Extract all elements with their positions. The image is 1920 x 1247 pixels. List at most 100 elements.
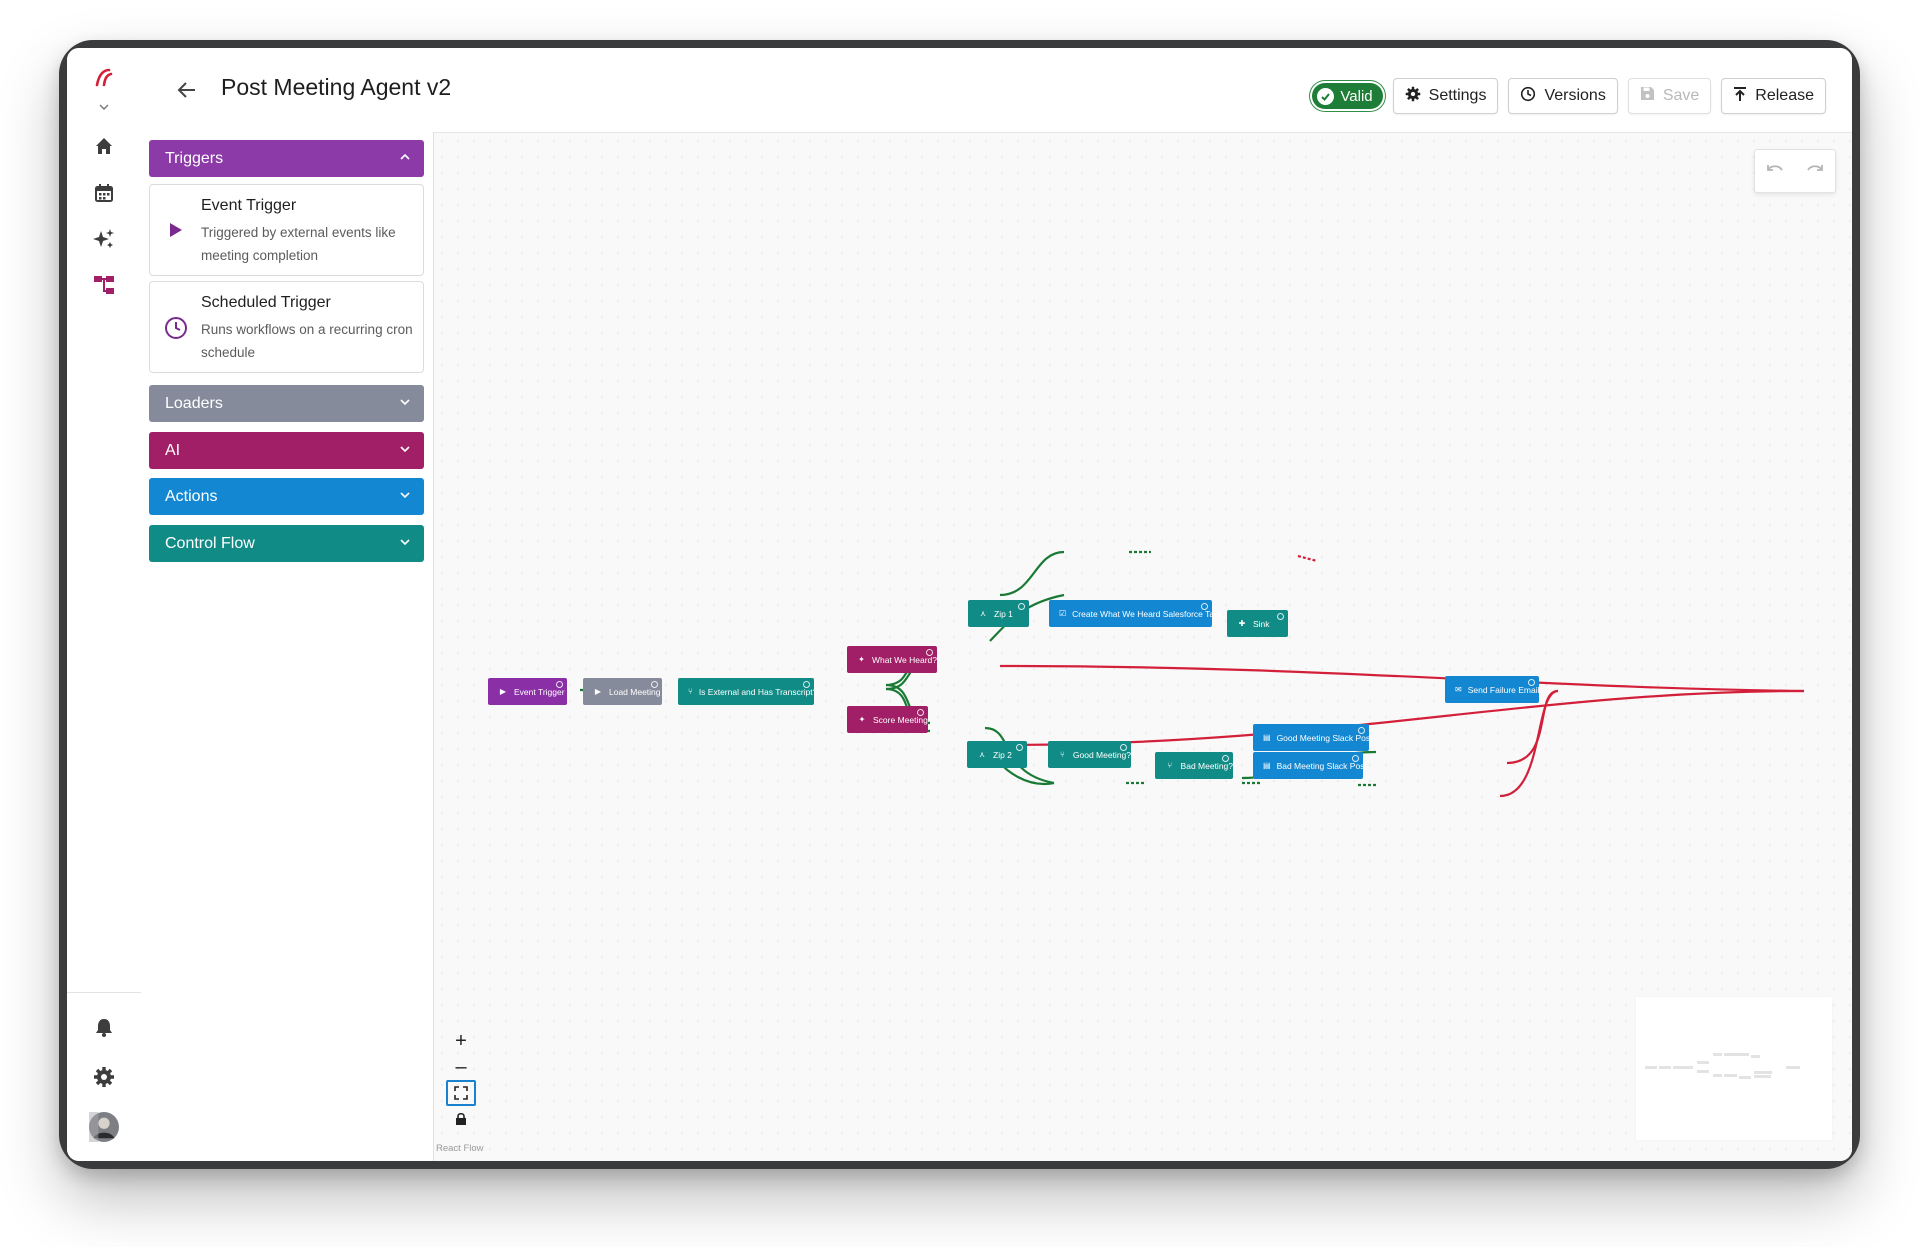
edge-badslack-failure — [1499, 689, 1559, 798]
node-status-dot — [1222, 755, 1229, 762]
node-sink[interactable]: ✚ Sink — [1227, 610, 1288, 637]
control-flow-section-header[interactable]: Control Flow — [149, 525, 424, 562]
versions-label: Versions — [1544, 87, 1606, 104]
node-good-meeting[interactable]: ⑂ Good Meeting? — [1048, 741, 1131, 768]
release-button[interactable]: Release — [1721, 78, 1826, 114]
save-label: Save — [1662, 87, 1700, 104]
workflow-canvas[interactable]: ▶ Event Trigger ▶ Load Meeting ⑂ Is Exte… — [434, 133, 1852, 1161]
play-icon: ▶ — [594, 687, 602, 696]
lock-icon[interactable] — [446, 1106, 476, 1132]
redo-icon[interactable] — [1805, 162, 1825, 181]
zoom-out-button[interactable]: – — [455, 1055, 467, 1078]
actions-label: Actions — [165, 487, 218, 505]
event-trigger-card[interactable]: Event Trigger Triggered by external even… — [149, 184, 424, 276]
card-description: Runs workflows on a recurring cron sched… — [201, 322, 413, 360]
gear-icon — [1405, 86, 1421, 107]
branch-icon: ⑂ — [1060, 750, 1065, 759]
sparkle-icon[interactable] — [89, 224, 119, 254]
save-button[interactable]: Save — [1627, 78, 1712, 114]
triggers-section-header[interactable]: Triggers — [149, 140, 424, 177]
triggers-label: Triggers — [165, 149, 224, 167]
scheduled-trigger-card[interactable]: Scheduled Trigger Runs workflows on a re… — [149, 281, 424, 373]
node-zip-2[interactable]: ⋏ Zip 2 — [967, 741, 1027, 768]
chevron-down-icon[interactable] — [89, 92, 119, 122]
node-good-meeting-slack-post[interactable]: ▤ Good Meeting Slack Post — [1253, 724, 1372, 751]
avatar[interactable] — [89, 1112, 119, 1142]
mail-icon: ✉ — [1455, 685, 1462, 694]
logo-icon[interactable] — [89, 62, 119, 92]
chevron-up-icon — [399, 150, 411, 168]
merge-icon: ⋏ — [980, 609, 986, 618]
node-label: Create What We Heard Salesforce Task — [1072, 608, 1223, 619]
play-icon — [164, 219, 186, 241]
minimap[interactable] — [1636, 997, 1832, 1140]
loaders-section-header[interactable]: Loaders — [149, 385, 424, 422]
node-score-meeting[interactable]: ✦ Score Meeting — [847, 706, 928, 733]
gear-icon[interactable] — [89, 1062, 119, 1092]
node-status-dot — [1018, 603, 1025, 610]
node-status-dot — [1528, 679, 1535, 686]
merge-icon: ⋏ — [979, 750, 985, 759]
node-label: Load Meeting — [609, 686, 661, 697]
calendar-icon[interactable] — [89, 178, 119, 208]
node-status-dot — [917, 709, 924, 716]
minimap-nodes — [1645, 1053, 1800, 1079]
clock-icon — [164, 316, 187, 339]
react-flow-attribution: React Flow — [436, 1143, 484, 1154]
chevron-down-icon — [399, 395, 411, 413]
zoom-in-button[interactable]: + — [455, 1029, 467, 1052]
node-status-dot — [803, 681, 810, 688]
valid-status-badge: Valid — [1312, 83, 1383, 109]
edge-whatweheard-failure — [999, 664, 1805, 693]
workflow-icon[interactable] — [89, 270, 119, 300]
card-title: Scheduled Trigger — [201, 294, 331, 311]
node-create-salesforce-task[interactable]: ☑ Create What We Heard Salesforce Task — [1049, 600, 1223, 627]
back-arrow-icon[interactable] — [175, 78, 199, 102]
checkbox-icon: ☑ — [1059, 609, 1067, 618]
header-bar: Post Meeting Agent v2 Valid Settings Ver… — [141, 48, 1852, 133]
sparkle-icon: ✦ — [858, 715, 866, 724]
edge-score-failure — [999, 689, 1805, 747]
app-window: Post Meeting Agent v2 Valid Settings Ver… — [67, 48, 1852, 1161]
node-palette: Triggers Event Trigger Triggered by exte… — [141, 132, 434, 1161]
control-flow-label: Control Flow — [165, 534, 255, 552]
versions-button[interactable]: Versions — [1508, 78, 1618, 114]
node-label: Zip 1 — [994, 608, 1013, 619]
zoom-controls: + – — [446, 1028, 476, 1132]
node-label: Good Meeting Slack Post — [1276, 732, 1373, 743]
node-bad-meeting-slack-post[interactable]: ▤ Bad Meeting Slack Post — [1253, 752, 1367, 779]
edge-whatweheard-zip1 — [999, 550, 1065, 597]
node-what-we-heard[interactable]: ✦ What We Heard? — [847, 646, 937, 673]
node-is-external[interactable]: ⑂ Is External and Has Transcript? — [678, 678, 817, 705]
settings-label: Settings — [1428, 87, 1487, 104]
node-label: Score Meeting — [873, 714, 928, 725]
ai-section-header[interactable]: AI — [149, 432, 424, 469]
bell-icon[interactable] — [89, 1012, 119, 1042]
node-status-dot — [1120, 744, 1127, 751]
node-status-dot — [1358, 727, 1365, 734]
node-send-failure-email[interactable]: ✉ Send Failure Email — [1445, 676, 1540, 703]
node-load-meeting[interactable]: ▶ Load Meeting — [583, 678, 662, 705]
settings-button[interactable]: Settings — [1392, 78, 1499, 114]
node-label: Good Meeting? — [1072, 749, 1131, 760]
node-status-dot — [556, 681, 563, 688]
clock-icon — [1520, 86, 1536, 107]
node-label: Is External and Has Transcript? — [698, 686, 818, 697]
release-label: Release — [1755, 87, 1814, 104]
card-title: Event Trigger — [201, 197, 297, 214]
upload-icon — [1733, 86, 1747, 107]
sparkle-icon: ✦ — [858, 655, 865, 664]
node-event-trigger[interactable]: ▶ Event Trigger — [488, 678, 567, 705]
plus-icon: ✚ — [1238, 619, 1246, 628]
rail-divider — [67, 992, 141, 993]
chevron-down-icon — [399, 535, 411, 553]
edge-task-sink — [1297, 554, 1318, 563]
undo-icon[interactable] — [1765, 162, 1785, 181]
home-icon[interactable] — [89, 131, 119, 161]
node-zip-1[interactable]: ⋏ Zip 1 — [968, 600, 1029, 627]
loaders-label: Loaders — [165, 394, 223, 412]
node-label: Sink — [1253, 618, 1270, 629]
actions-section-header[interactable]: Actions — [149, 478, 424, 515]
fit-view-button[interactable] — [446, 1080, 476, 1106]
node-bad-meeting[interactable]: ⑂ Bad Meeting? — [1155, 752, 1233, 779]
